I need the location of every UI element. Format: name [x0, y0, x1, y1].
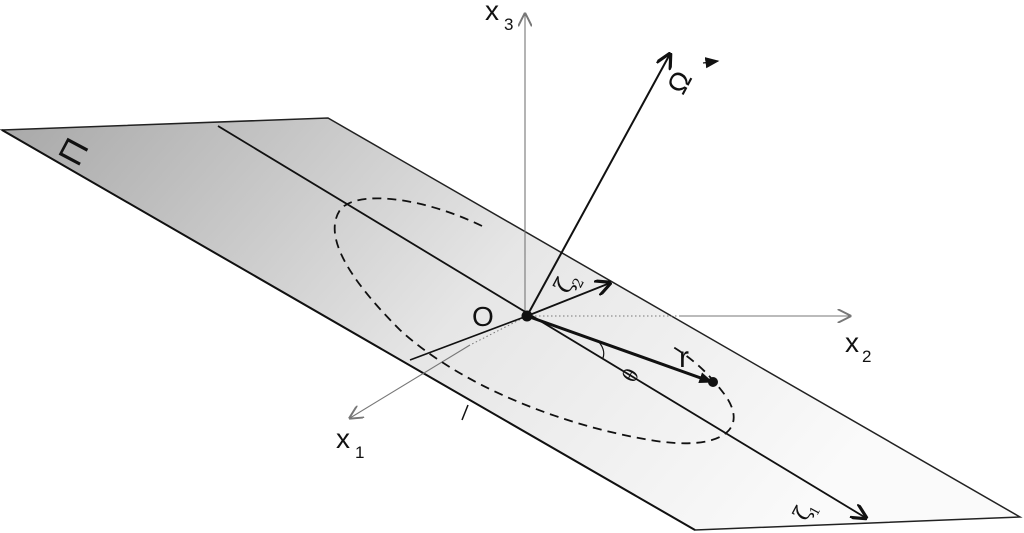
x2-label: x: [845, 327, 859, 358]
r-label: r: [679, 341, 689, 374]
origin-point: [521, 310, 533, 322]
omega-overarrow: [702, 57, 720, 69]
r-endpoint: [708, 377, 718, 387]
omega-vector: [526, 54, 670, 317]
zeta2-axis: [526, 283, 610, 317]
x1-label: x: [336, 423, 350, 454]
x2-sub: 2: [862, 347, 871, 366]
x3-sub: 3: [504, 15, 513, 34]
x1-sub: 1: [355, 443, 364, 462]
edge-tick: [461, 404, 469, 421]
plane-front-edge: [1, 129, 696, 531]
x3-label: x: [485, 0, 499, 26]
omega-label: Ω: [661, 66, 698, 99]
theta-arc: [596, 339, 605, 359]
origin-label: O: [472, 301, 494, 332]
r-vector: [526, 314, 714, 384]
plane-pi: [0, 117, 1023, 531]
zeta2-axis-back: [409, 315, 528, 361]
x1-dotted-projection: [469, 315, 528, 346]
x1-axis: [350, 344, 471, 418]
